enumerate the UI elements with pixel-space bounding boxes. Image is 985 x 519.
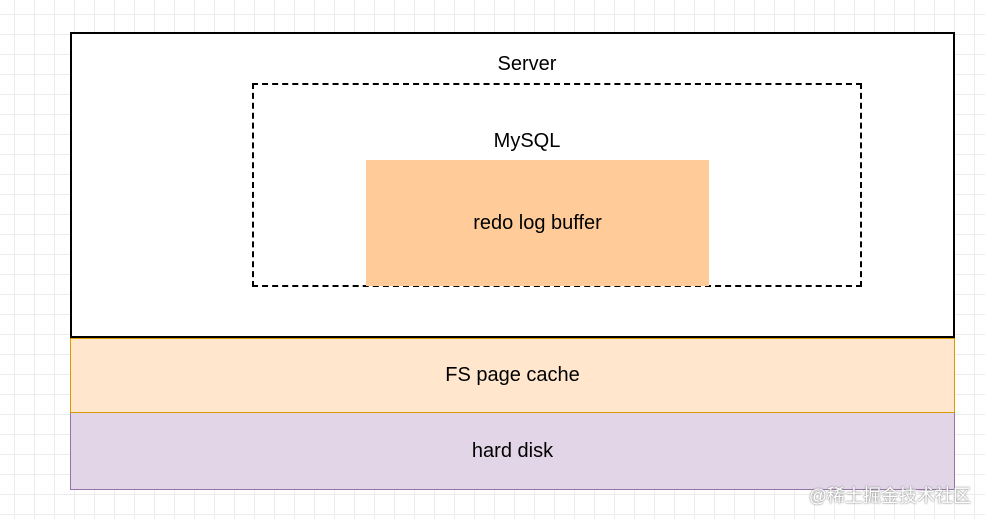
hard-disk-box[interactable]: hard disk xyxy=(70,413,955,490)
watermark: @稀土掘金技术社区 xyxy=(808,486,971,506)
hard-disk-label: hard disk xyxy=(471,439,554,462)
fs-page-cache-label: FS page cache xyxy=(445,364,580,386)
server-label: Server xyxy=(497,53,557,75)
redo-log-buffer-box[interactable]: redo log buffer xyxy=(366,160,709,286)
mysql-box[interactable] xyxy=(252,83,862,287)
fs-page-cache-box[interactable]: FS page cache xyxy=(70,338,955,413)
redo-log-buffer-label: redo log buffer xyxy=(473,211,602,234)
mysql-label: MySQL xyxy=(493,130,561,152)
